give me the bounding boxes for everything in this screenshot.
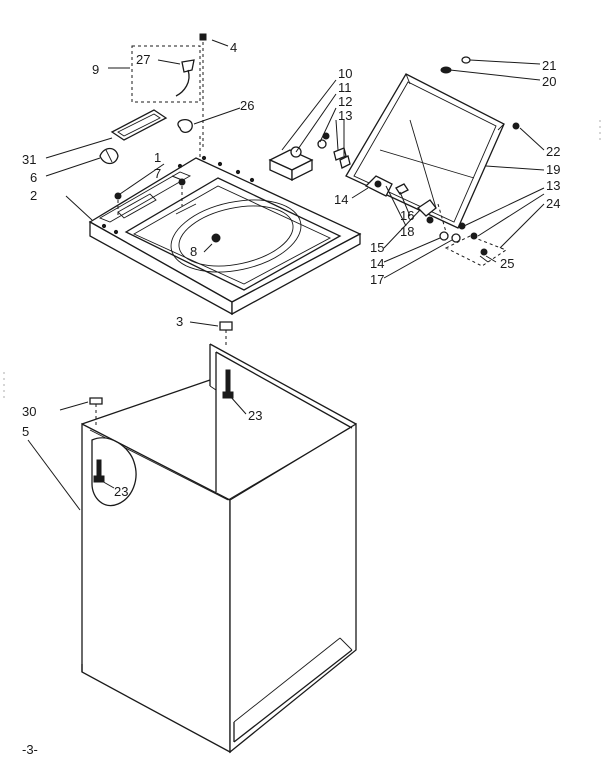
callout-22: 22	[546, 144, 560, 159]
callout-17: 17	[370, 272, 384, 287]
clip-3	[219, 321, 233, 348]
hinge-right	[444, 222, 508, 267]
callout-20: 20	[542, 74, 556, 89]
callout-15: 15	[370, 240, 384, 255]
callout-2: 2	[30, 188, 37, 203]
lid-switch	[268, 132, 351, 182]
callout-12: 12	[338, 94, 352, 109]
callout-14-left: 14	[334, 192, 348, 207]
clip-30	[89, 397, 103, 426]
callout-8: 8	[190, 244, 197, 259]
knob-6	[99, 147, 119, 165]
callout-3: 3	[176, 314, 183, 329]
group-9-27	[131, 45, 201, 103]
callout-7: 7	[154, 166, 161, 181]
screw-8	[203, 233, 221, 253]
callout-26: 26	[240, 98, 254, 113]
callout-5: 5	[22, 424, 29, 439]
callout-labels: 4 9 27 10 11 12 13 26 21 20 22 19 13 24 …	[22, 40, 560, 499]
page-number: -3-	[22, 742, 38, 757]
callout-14-right: 14	[370, 256, 384, 271]
callout-25: 25	[500, 256, 514, 271]
callout-23-front: 23	[114, 484, 128, 499]
panel-cover-31	[110, 109, 168, 141]
scan-marks	[3, 120, 601, 400]
callout-31: 31	[22, 152, 36, 167]
hinge-left	[364, 175, 449, 241]
callout-18: 18	[400, 224, 414, 239]
callout-30: 30	[22, 404, 36, 419]
leader-lines	[27, 39, 545, 511]
callout-13-right: 13	[546, 178, 560, 193]
callout-11: 11	[338, 80, 352, 95]
callout-4: 4	[230, 40, 237, 55]
callout-23-cabinet: 23	[248, 408, 262, 423]
callout-10: 10	[338, 66, 352, 81]
callout-1: 1	[154, 150, 161, 165]
screw-23a	[222, 369, 234, 399]
bumper-20-21	[440, 56, 520, 130]
screw-23b	[93, 459, 105, 483]
callout-16: 16	[400, 208, 414, 223]
screw-4	[199, 33, 207, 150]
callout-24: 24	[546, 196, 560, 211]
part-1-7	[114, 178, 186, 218]
callout-21: 21	[542, 58, 556, 73]
top-panel	[88, 155, 362, 316]
callout-9: 9	[92, 62, 99, 77]
cabinet	[81, 343, 357, 754]
clamp-26	[177, 118, 201, 160]
callout-13-top: 13	[338, 108, 352, 123]
callout-27: 27	[136, 52, 150, 67]
callout-6: 6	[30, 170, 37, 185]
callout-19: 19	[546, 162, 560, 177]
